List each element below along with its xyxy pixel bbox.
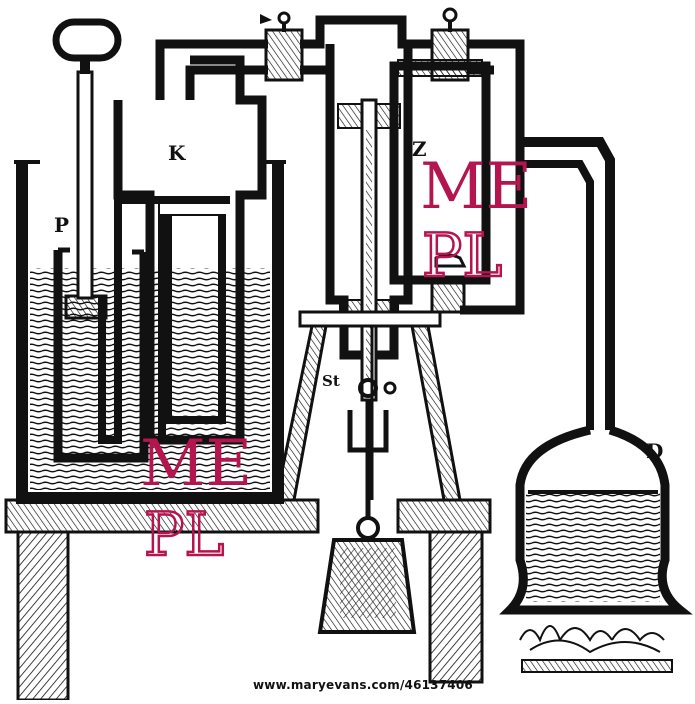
bench-top-left [4, 498, 320, 534]
watermark-upper: ME PL [420, 150, 532, 292]
burner-plate [521, 659, 673, 673]
tank-walls [16, 160, 284, 504]
label-d: D [646, 439, 663, 463]
bench-leg-left [16, 530, 70, 702]
piston-handle [52, 18, 122, 62]
watermark-lower: ME PL [140, 427, 252, 571]
piston-cylinder-p [52, 18, 166, 463]
vessel-k [113, 55, 267, 445]
piston-rod [76, 70, 94, 300]
bench [4, 498, 492, 702]
bench-top-right [396, 498, 492, 534]
tripod-stand [274, 310, 462, 502]
vessel-z [389, 59, 491, 314]
label-k: K [168, 141, 186, 165]
hanging-weight [317, 378, 417, 634]
top-tap-left [260, 11, 304, 82]
upper-pipework [155, 15, 525, 315]
watermark-pl-upper: PL [422, 221, 502, 291]
flame [519, 625, 665, 654]
label-st: St [322, 372, 340, 390]
bench-leg-right [428, 530, 484, 684]
label-z: Z [412, 137, 427, 161]
watermark-pl-lower: PL [144, 500, 224, 570]
flask-d [499, 137, 693, 673]
watermark-me-upper: ME [420, 150, 532, 224]
flask-liquid [526, 492, 660, 602]
watermark-me-lower: ME [140, 427, 252, 501]
label-p: P [54, 213, 69, 237]
image-credit: www.maryevans.com/46137406 [253, 678, 473, 692]
